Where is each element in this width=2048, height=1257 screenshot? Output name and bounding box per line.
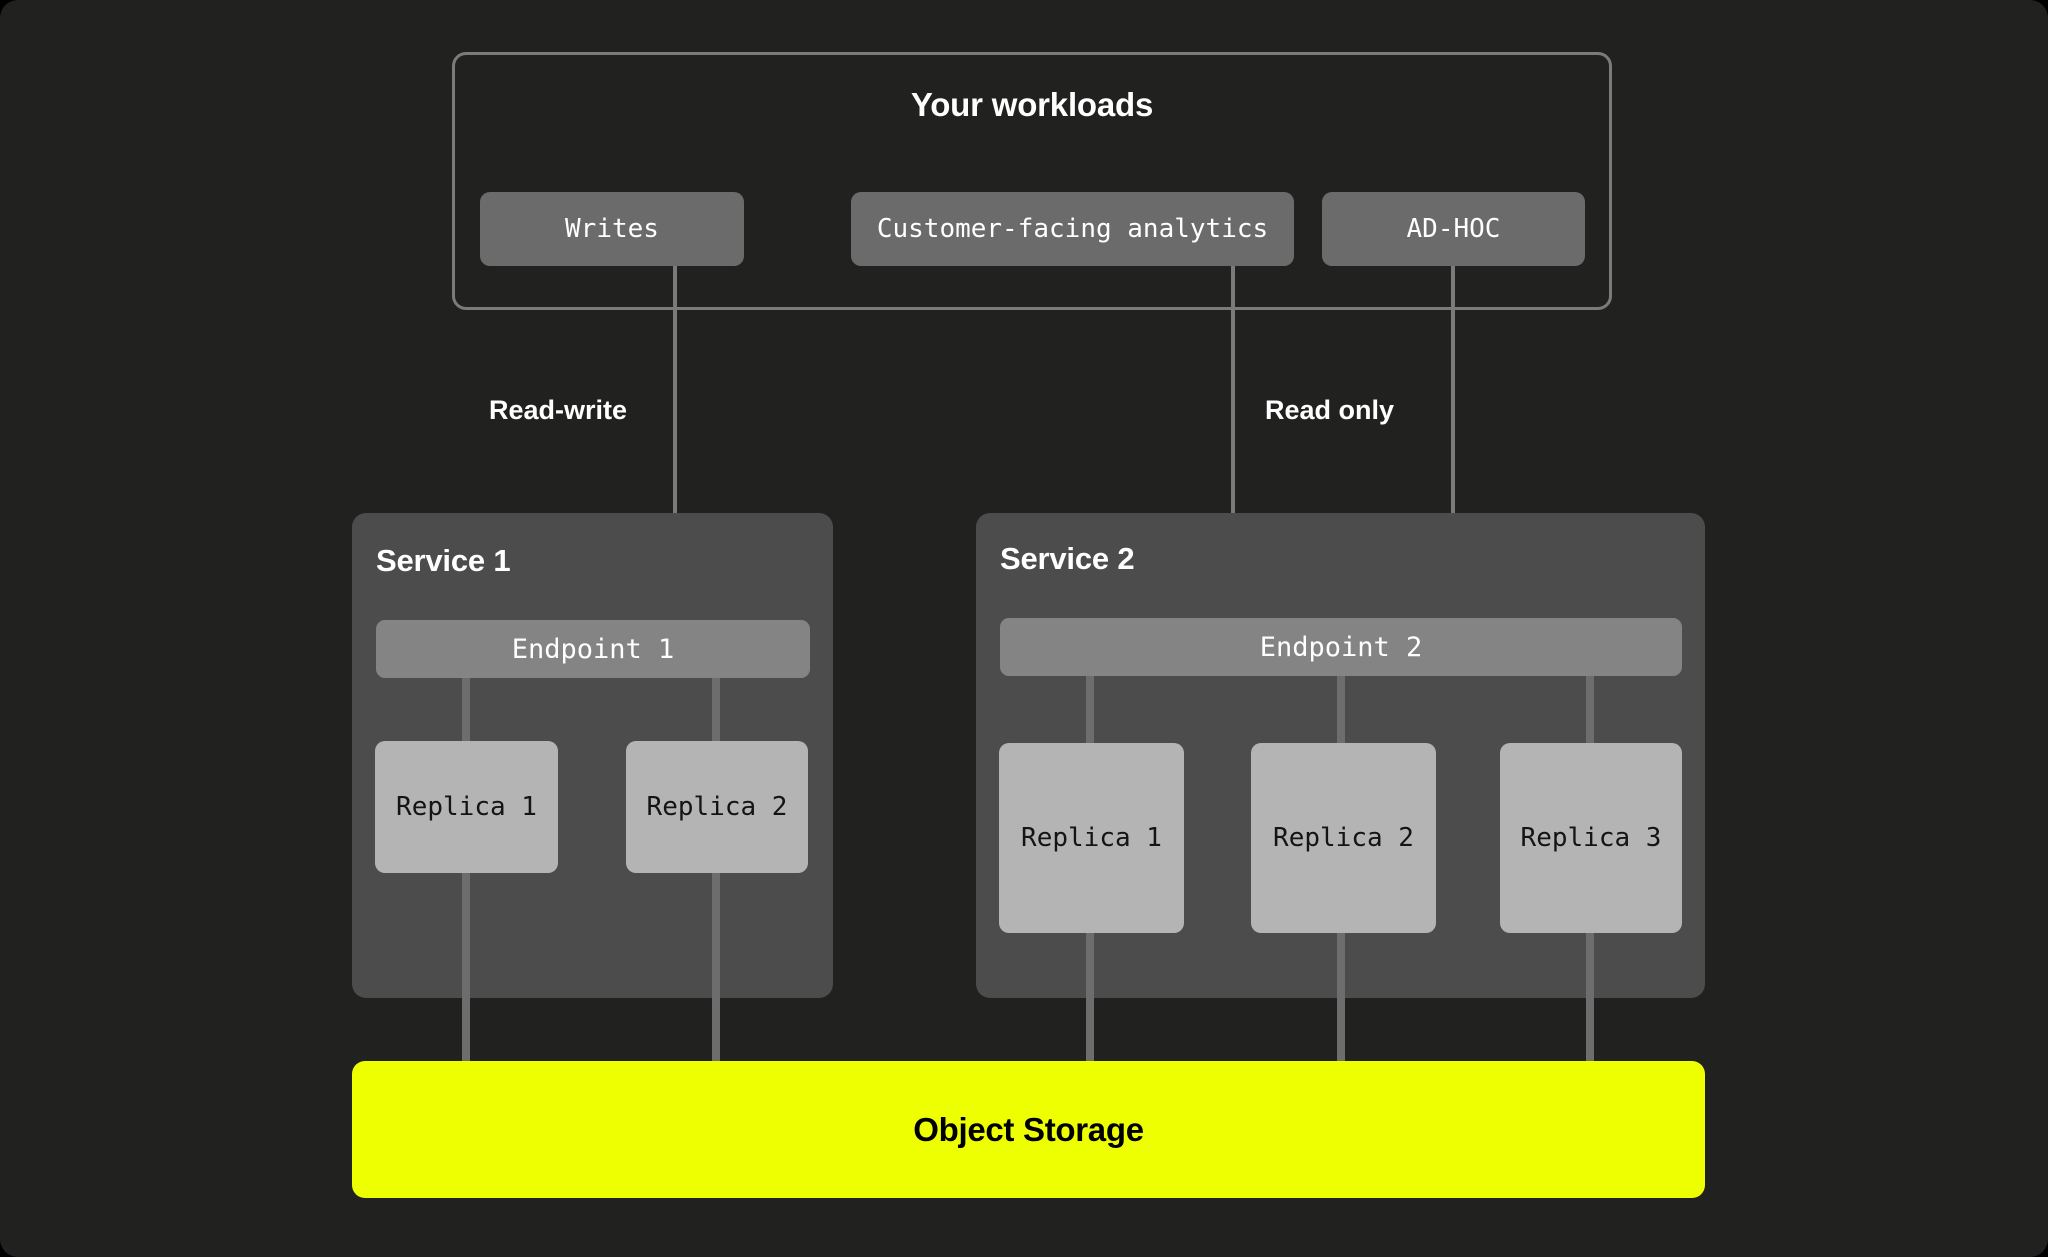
workloads-container — [452, 52, 1612, 310]
service-title-1: Service 1 — [376, 543, 511, 578]
flow-label-read-write: Read-write — [489, 395, 628, 425]
flow-line-adhoc-to-endpoint2 — [1451, 266, 1455, 584]
service-title-2: Service 2 — [1000, 541, 1135, 576]
workloads-title: Your workloads — [910, 86, 1154, 123]
service2-replica-3[interactable]: Replica 3 — [1500, 743, 1682, 933]
flow-line-analytics-to-endpoint2 — [1231, 266, 1235, 584]
service1-replica-2[interactable]: Replica 2 — [626, 741, 808, 873]
workload-chip-writes[interactable]: Writes — [480, 192, 744, 266]
service2-replica-2[interactable]: Replica 2 — [1251, 743, 1436, 933]
service1-replica-1[interactable]: Replica 1 — [375, 741, 558, 873]
endpoint-1[interactable]: Endpoint 1 — [376, 620, 810, 678]
object-storage-bar[interactable]: Object Storage — [352, 1061, 1705, 1198]
flow-line-writes-to-endpoint1 — [673, 266, 677, 584]
service2-replica-1[interactable]: Replica 1 — [999, 743, 1184, 933]
flow-label-read-only: Read only — [1265, 395, 1395, 425]
endpoint-2[interactable]: Endpoint 2 — [1000, 618, 1682, 676]
workload-chip-ad-hoc[interactable]: AD-HOC — [1322, 192, 1585, 266]
workload-chip-customer-facing-analytics[interactable]: Customer-facing analytics — [851, 192, 1294, 266]
